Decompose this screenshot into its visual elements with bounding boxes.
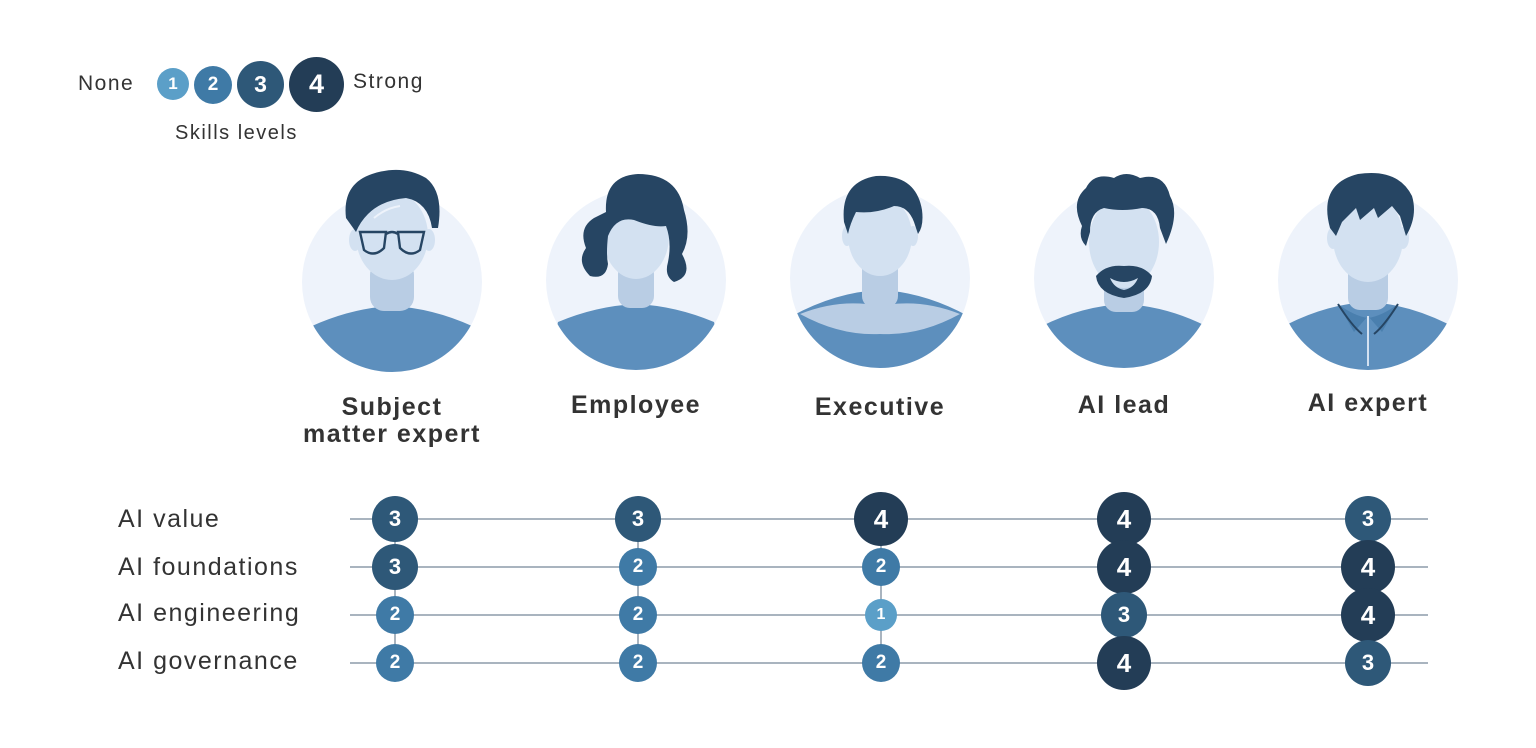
skill-level-marker: 4 <box>854 492 908 546</box>
skill-level-marker: 2 <box>862 644 900 682</box>
skill-level-marker: 2 <box>619 644 657 682</box>
persona-name: AI expert <box>1248 390 1488 417</box>
person-glasses-icon <box>302 169 482 372</box>
legend-level-2: 2 <box>194 66 232 104</box>
persona-name: Subject matter expert <box>272 394 512 448</box>
skill-level-marker: 4 <box>1341 540 1395 594</box>
skill-level-marker: 4 <box>1341 588 1395 642</box>
persona-name-line: matter expert <box>303 420 481 448</box>
skill-level-marker: 4 <box>1097 492 1151 546</box>
skill-label-ai-governance: AI governance <box>118 647 299 675</box>
persona-name-line: AI lead <box>1077 391 1171 419</box>
legend-level-4: 4 <box>289 57 344 112</box>
skill-level-marker: 2 <box>862 548 900 586</box>
skill-level-marker: 4 <box>1097 636 1151 690</box>
person-executive-icon <box>790 175 970 368</box>
legend-strong-label: Strong <box>353 70 424 93</box>
person-beard-icon <box>1034 174 1214 368</box>
legend-none-label: None <box>78 72 135 95</box>
persona-executive: Executive <box>760 166 1000 466</box>
skill-level-marker: 3 <box>372 544 418 590</box>
skill-level-marker: 2 <box>376 596 414 634</box>
persona-employee: Employee <box>516 166 756 466</box>
person-collar-icon <box>1278 172 1458 370</box>
persona-subject-matter-expert: Subject matter expert <box>272 166 512 466</box>
skill-level-marker: 2 <box>619 548 657 586</box>
persona-name-line: Subject <box>341 393 443 421</box>
skill-level-marker: 3 <box>1101 592 1147 638</box>
skill-level-marker: 3 <box>372 496 418 542</box>
skill-level-marker: 1 <box>865 599 897 631</box>
skill-label-ai-value: AI value <box>118 505 221 533</box>
persona-ai-expert: AI expert <box>1248 166 1488 466</box>
persona-name-line: AI expert <box>1307 389 1429 417</box>
persona-name-line: Executive <box>814 393 946 421</box>
persona-column-line <box>394 520 396 662</box>
person-wavy-hair-icon <box>546 174 726 370</box>
skill-level-marker: 2 <box>619 596 657 634</box>
skill-level-marker: 3 <box>1345 640 1391 686</box>
legend-level-1: 1 <box>157 68 189 100</box>
skill-level-marker: 3 <box>1345 496 1391 542</box>
skill-level-marker: 4 <box>1097 540 1151 594</box>
skill-label-ai-foundations: AI foundations <box>118 553 299 581</box>
persona-name: AI lead <box>1004 391 1244 419</box>
persona-name: Employee <box>516 391 756 419</box>
persona-column-line <box>637 520 639 662</box>
legend-level-3: 3 <box>237 61 284 108</box>
legend-caption: Skills levels <box>175 122 298 144</box>
skill-level-marker: 2 <box>376 644 414 682</box>
persona-name: Executive <box>760 394 1000 421</box>
persona-column-line <box>880 520 882 662</box>
skill-label-ai-engineering: AI engineering <box>118 599 301 627</box>
skill-level-marker: 3 <box>615 496 661 542</box>
persona-ai-lead: AI lead <box>1004 166 1244 466</box>
persona-name-line: Employee <box>570 391 702 419</box>
